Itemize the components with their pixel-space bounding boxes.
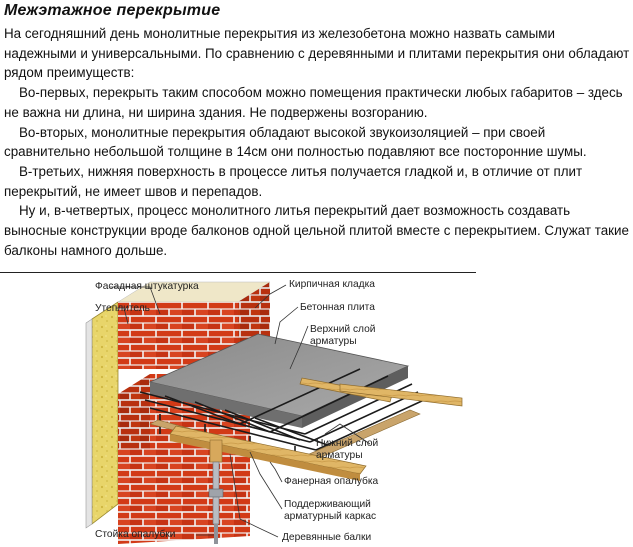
label-leaders	[110, 284, 371, 538]
paragraph-second: Во-вторых, монолитные перекрытия обладаю…	[4, 124, 587, 160]
label-formwork-post: Стойка опалубки	[95, 528, 175, 540]
formwork-post	[208, 439, 224, 544]
article-text: На сегодняшний день монолитные перекрыти…	[4, 24, 630, 260]
label-support-frame-1: Поддерживающий	[284, 499, 371, 510]
label-lower-rebar-1: Нижний слой	[316, 438, 378, 449]
label-upper-rebar-1: Верхний слой	[310, 324, 375, 335]
paragraph-first: Во-первых, перекрыть таким способом можн…	[4, 85, 623, 120]
paragraph-third: В-третьих, нижняя поверхность в процессе…	[4, 163, 583, 199]
insulation-layer	[85, 301, 119, 529]
paragraph-intro: На сегодняшний день монолитные перекрыти…	[4, 26, 630, 81]
label-wooden-beams: Деревянные балки	[282, 531, 371, 543]
rebar-mesh	[139, 368, 425, 466]
label-support-frame-2: арматурный каркас	[284, 511, 376, 522]
horizontal-divider	[0, 272, 476, 273]
paragraph-fourth: Ну и, в-четвертых, процесс монолитного л…	[4, 203, 629, 258]
label-upper-rebar-2: арматуры	[310, 336, 357, 347]
label-insulation: Утеплитель	[95, 303, 150, 314]
label-brickwork: Кирпичная кладка	[289, 279, 375, 290]
label-plywood-formwork: Фанерная опалубка	[284, 475, 379, 487]
label-facade-plaster: Фасадная штукатурка	[95, 281, 199, 292]
label-lower-rebar-2: арматуры	[316, 450, 363, 461]
page-title: Межэтажное перекрытие	[4, 2, 221, 19]
concrete-slab	[148, 333, 410, 428]
floor-slab-diagram: Фасадная штукатурка Утеплитель Стойка оп…	[0, 274, 633, 547]
upper-brick-wall	[117, 281, 271, 369]
label-concrete-slab: Бетонная плита	[300, 302, 375, 313]
